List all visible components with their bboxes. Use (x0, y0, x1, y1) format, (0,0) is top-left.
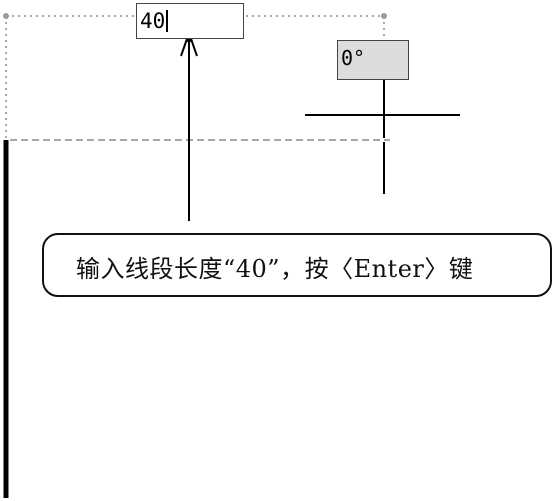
length-input-value: 40 (140, 9, 166, 33)
grip-point-right[interactable] (381, 13, 387, 19)
length-input[interactable]: 40 (136, 3, 244, 39)
annotation-callout: 输入线段长度“40”，按〈Enter〉键 (42, 233, 552, 297)
callout-text: 输入线段长度“40”，按〈Enter〉键 (76, 255, 474, 283)
grip-point-left[interactable] (3, 13, 9, 19)
angle-readout: 0° (337, 40, 409, 80)
text-caret (166, 10, 169, 32)
angle-readout-value: 0° (341, 46, 366, 70)
